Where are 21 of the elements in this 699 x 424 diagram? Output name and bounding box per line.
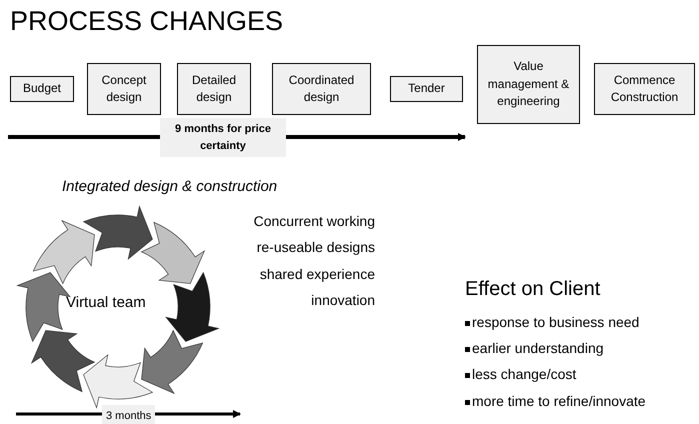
process-box: Concept design: [87, 63, 161, 115]
process-box: Detailed design: [177, 63, 251, 115]
bullet-text: less change/cost: [472, 366, 576, 382]
section-heading: Integrated design & construction: [62, 178, 278, 195]
process-box: Budget: [10, 76, 74, 102]
bullet-text: response to business need: [472, 314, 640, 330]
arrow-label: 3 months: [102, 405, 156, 424]
section-heading: Effect on Client: [465, 278, 600, 301]
text-line: innovation: [310, 292, 375, 308]
bullet-text: more time to refine/innovate: [472, 393, 646, 409]
text-line: shared experience: [258, 266, 375, 282]
process-box: Commence Construction: [594, 63, 695, 115]
slide-title: PROCESS CHANGES: [10, 6, 284, 37]
center-label: Virtual team: [66, 294, 146, 311]
text-line: Concurrent working: [252, 213, 375, 229]
process-box: Coordinated design: [272, 63, 371, 115]
process-box: Value management & engineering: [477, 45, 580, 124]
arrow-label: 9 months for price certainty: [160, 118, 286, 157]
bullet-text: earlier understanding: [472, 340, 604, 356]
process-box: Tender: [390, 76, 463, 102]
text-line: re-useable designs: [256, 239, 375, 255]
